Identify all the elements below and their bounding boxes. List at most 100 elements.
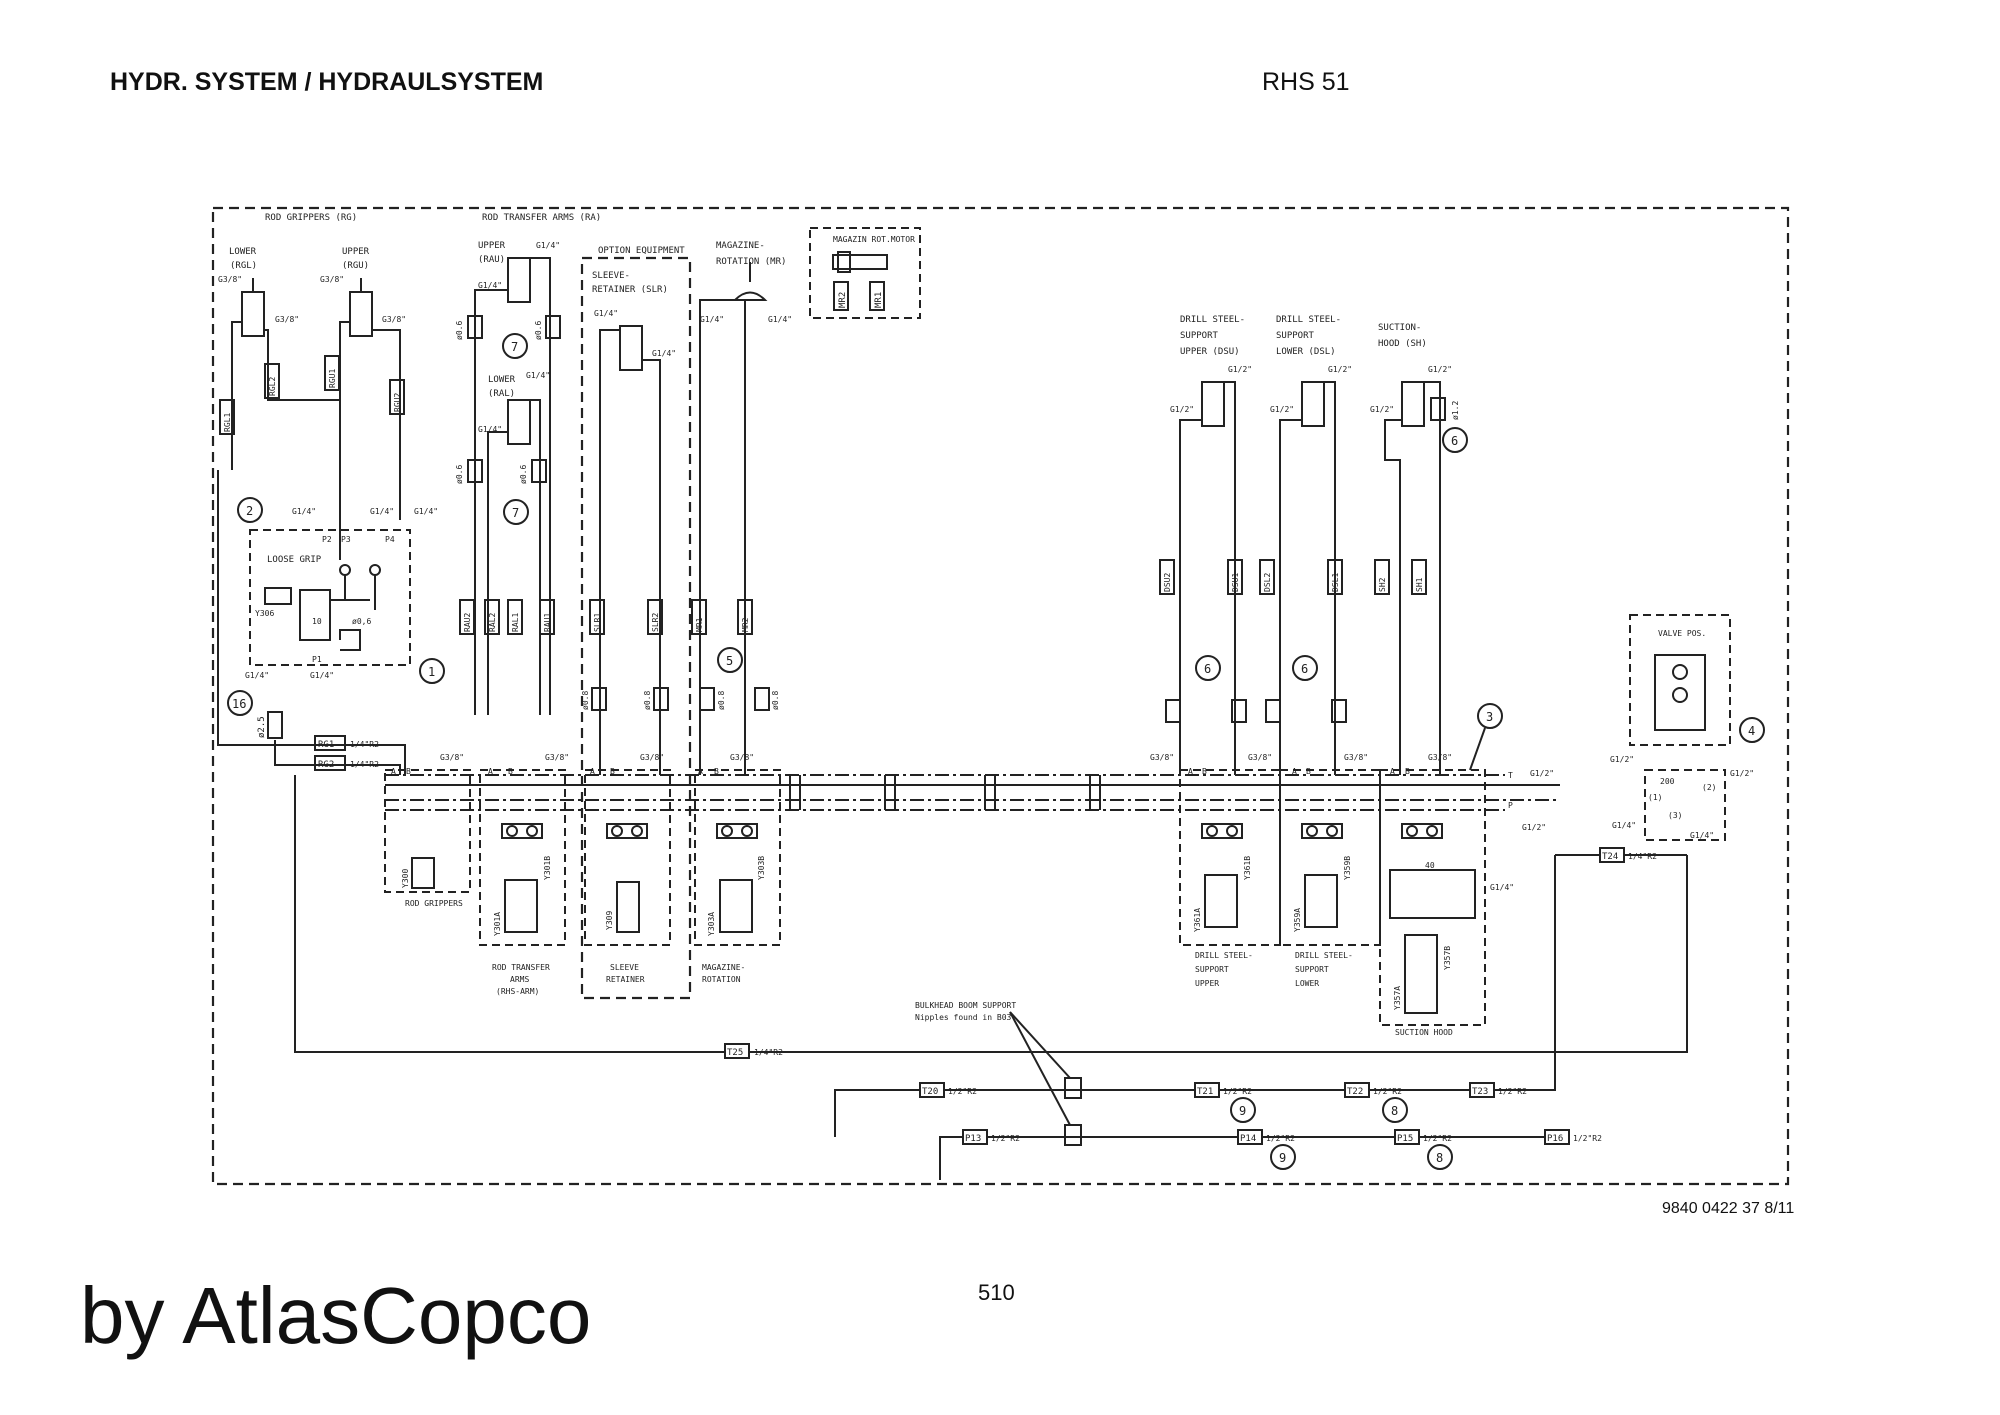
schematic-label: T22: [1347, 1087, 1363, 1097]
schematic-label: MAGAZINE-: [702, 963, 745, 972]
schematic-label: BULKHEAD BOOM SUPPORT: [915, 1001, 1016, 1010]
schematic-label: Y361A: [1193, 908, 1202, 932]
balloon-1: [419, 658, 445, 684]
schematic-label: ROD TRANSFER: [492, 963, 550, 972]
schematic-label: DRILL STEEL-: [1180, 315, 1245, 325]
brand-signature: by AtlasCopco: [80, 1271, 592, 1360]
schematic-label: DRILL STEEL-: [1195, 951, 1253, 960]
magazine-motor-box: [809, 227, 921, 319]
cyl-upper-rg-id: (RGU): [342, 261, 369, 271]
cylinder-rgu: [349, 291, 373, 337]
tag-dsu1: [1227, 559, 1243, 595]
schematic-label: RETAINER: [606, 975, 645, 984]
schematic-label: Y361B: [1243, 856, 1252, 880]
schematic-label: G1/4": [1690, 831, 1714, 840]
schematic-label: UPPER: [1195, 979, 1219, 988]
bulkhead-fitting-t: [1064, 1077, 1082, 1099]
schematic-label: ROTATION: [702, 975, 741, 984]
tag-t21: [1194, 1082, 1220, 1098]
schematic-label: 1/2"R2: [1573, 1134, 1602, 1143]
tag-slr2: [647, 599, 663, 635]
schematic-label: B: [1306, 767, 1311, 776]
cylinder-rgl: [241, 291, 265, 337]
schematic-label: Y303B: [757, 856, 766, 880]
section-sleeve: [584, 769, 671, 946]
schematic-label: G1/4": [478, 281, 502, 290]
schematic-label: G3/8": [320, 275, 344, 284]
schematic-label: A: [1390, 767, 1395, 776]
schematic-label: SUCTION-: [1378, 323, 1421, 333]
orifice-rau-b: [545, 315, 561, 339]
tag-sh2: [1374, 559, 1390, 595]
schematic-label: ø0.6: [455, 321, 464, 340]
schematic-label: T: [1508, 771, 1513, 780]
schematic-label: 200: [1660, 777, 1675, 786]
schematic-label: Y300: [401, 869, 410, 888]
schematic-label: ø0.6: [455, 465, 464, 484]
cylinder-rau: [507, 257, 531, 303]
section-rod-grippers: [384, 769, 471, 893]
schematic-label: 9: [1279, 1151, 1286, 1165]
schematic-label: G1/4": [1490, 883, 1514, 892]
outer-boundary: [211, 206, 1790, 1186]
cylinder-ral: [507, 399, 531, 445]
balloon-6-dsu: [1195, 655, 1221, 681]
schematic-label: SLEEVE-: [592, 271, 630, 281]
tag-t24: [1599, 847, 1625, 863]
valve-y301: [504, 879, 538, 933]
orifice-rau-a: [467, 315, 483, 339]
cylinder-slr: [619, 325, 643, 371]
schematic-label: T21: [1197, 1087, 1213, 1097]
schematic-label: P1: [312, 655, 322, 664]
balloon-8-p: [1427, 1144, 1453, 1170]
schematic-label: (RAU): [478, 255, 505, 265]
schematic-label: RG1: [318, 740, 334, 750]
schematic-label: 8: [1436, 1151, 1443, 1165]
cylinder-sh: [1401, 381, 1425, 427]
schematic-label: A: [391, 767, 396, 776]
crossover-blocks: [789, 775, 1101, 810]
tag-rg1: [314, 735, 346, 751]
schematic-label: G1/4": [292, 507, 316, 516]
schematic-label: 1/4"R2: [350, 740, 379, 749]
schematic-label: P: [1508, 801, 1513, 810]
orifice-2-5: [267, 711, 283, 739]
schematic-label: UPPER (DSU): [1180, 347, 1240, 357]
schematic-label: RAL1: [511, 613, 520, 632]
schematic-label: MR1: [695, 617, 704, 632]
schematic-label: G3/8": [275, 315, 299, 324]
schematic-label: G1/2": [1170, 405, 1194, 414]
schematic-label: DSL2: [1263, 573, 1272, 592]
schematic-label: B: [714, 767, 719, 776]
schematic-label: 1/2"R2: [1498, 1087, 1527, 1096]
schematic-label: 16: [232, 697, 246, 711]
schematic-label: G3/8": [730, 753, 754, 762]
schematic-label: G1/2": [1522, 823, 1546, 832]
schematic-label: (1): [1648, 793, 1662, 802]
model-label: RHS 51: [1262, 68, 1350, 96]
valve-y303: [719, 879, 753, 933]
tag-mr1: [691, 599, 707, 635]
option-equipment-box: [580, 256, 692, 1000]
motor-port-mr1: [869, 281, 885, 311]
schematic-label: Y303A: [707, 912, 716, 936]
schematic-label: (2): [1702, 783, 1716, 792]
schematic-label: SLEEVE: [610, 963, 639, 972]
tag-rgl1: [219, 399, 235, 435]
schematic-label: ø0.6: [534, 321, 543, 340]
schematic-label: Y359A: [1293, 908, 1302, 932]
schematic-label: RAU1: [543, 613, 552, 632]
schematic-label: Y301A: [493, 912, 502, 936]
schematic-label: P3: [341, 535, 351, 544]
schematic-label: (RHS-ARM): [496, 987, 539, 996]
schematic-label: A: [698, 767, 703, 776]
schematic-label: G1/4": [594, 309, 618, 318]
schematic-label: G1/2": [1530, 769, 1554, 778]
schematic-label: G1/4": [526, 371, 550, 380]
schematic-label: RETAINER (SLR): [592, 285, 668, 295]
schematic-label: A: [488, 767, 493, 776]
schematic-label: UPPER: [478, 241, 506, 251]
balloon-2: [237, 497, 263, 523]
tag-dsu2: [1159, 559, 1175, 595]
schematic-label: (RAL): [488, 389, 515, 399]
